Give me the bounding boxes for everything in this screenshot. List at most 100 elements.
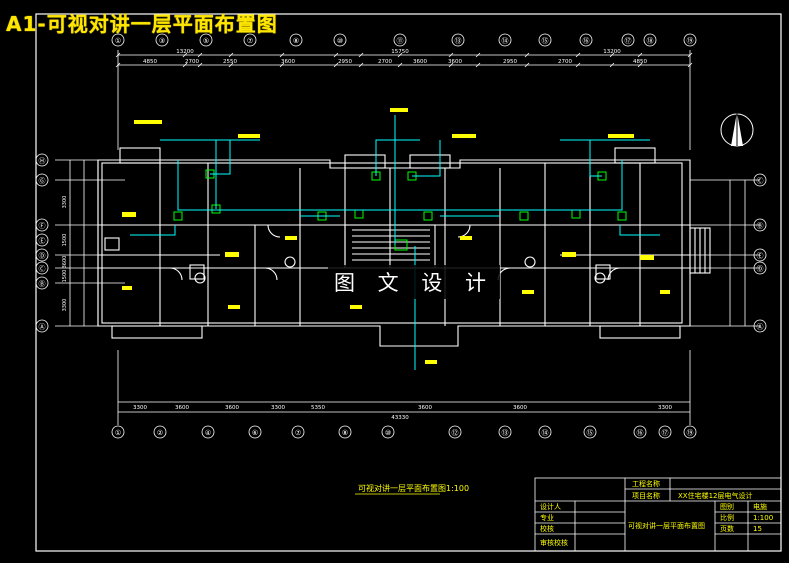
dimension-value: 43330 [391, 415, 409, 421]
tb-drawing-name: 可视对讲一层平面布置图 [628, 521, 705, 530]
axis-bubble: Ⓕ [35, 218, 49, 232]
axis-label: ⑩ [385, 429, 391, 437]
tb-project-name-label: 工程名称 [632, 479, 660, 488]
axis-label: ① [115, 37, 121, 45]
axis-bubble: Ⓓ [753, 261, 767, 275]
axis-bubble: ① [111, 33, 125, 47]
dimension-value: 4850 [143, 59, 157, 65]
bottom-axis-bubbles: ① ② ④ ⑥ ⑦ ⑧ ⑩ ⑫ ⑬ ⑭ ⑮ ⑯ ⑰ ⑲ [111, 425, 697, 439]
axis-label: ⑦ [295, 429, 301, 437]
axis-label: Ⓑ [757, 222, 764, 230]
drawing-title: A1-可视对讲一层平面布置图 [6, 12, 278, 36]
axis-bubble: Ⓐ [35, 319, 49, 333]
dimension-value: 3600 [418, 405, 432, 411]
axis-label: ⑭ [542, 429, 549, 437]
axis-bubble: Ⓖ [35, 173, 49, 187]
axis-label: ④ [205, 429, 211, 437]
axis-label: ⑬ [502, 429, 509, 437]
axis-label: ② [157, 429, 163, 437]
tb-designer: 设计人 [540, 502, 561, 511]
tb-project-label: 项目名称 [632, 491, 660, 500]
axis-label: Ⓓ [39, 252, 46, 260]
axis-bubble: ⑦ [291, 425, 305, 439]
axis-label: Ⓗ [39, 157, 46, 165]
dimension-value: 2950 [503, 59, 517, 65]
building-walls [97, 147, 711, 347]
axis-bubble: ④ [201, 425, 215, 439]
axis-label: ⑰ [662, 429, 669, 437]
dimension-value: 3600 [225, 405, 239, 411]
axis-label: ① [115, 429, 121, 437]
axis-label: ⑮ [587, 429, 594, 437]
axis-label: Ⓔ [757, 252, 764, 260]
dimension-value: 3300 [658, 405, 672, 411]
axis-bubble: ⑥ [248, 425, 262, 439]
dimension-value: 3300 [133, 405, 147, 411]
axis-label: ⑰ [625, 37, 632, 45]
axis-bubble: ⑪ [393, 33, 407, 47]
dimension-value: 2700 [378, 59, 392, 65]
dimension-value: 2700 [185, 59, 199, 65]
axis-label: ⑩ [337, 37, 343, 45]
dimension-value: 13200 [176, 49, 194, 55]
dimension-value: 1500 [62, 270, 68, 283]
axis-label: ⑮ [542, 37, 549, 45]
intercom-wiring [130, 115, 660, 370]
axis-label: ⑭ [502, 37, 509, 45]
axis-bubble: ⑤ [199, 33, 213, 47]
axis-bubble: Ⓔ [753, 248, 767, 262]
axis-label: Ⓔ [39, 237, 46, 245]
axis-bubble: ⑰ [658, 425, 672, 439]
axis-bubble: ⑯ [579, 33, 593, 47]
axis-bubble: ⑬ [498, 425, 512, 439]
tb-project-value: XX住宅楼12层电气设计 [678, 491, 753, 500]
top-dimension-lines [117, 50, 691, 150]
dimension-value: 1500 [62, 234, 68, 247]
axis-label: ⑧ [342, 429, 348, 437]
axis-label: ⑱ [647, 37, 654, 45]
axis-bubble: ② [153, 425, 167, 439]
axis-label: ⑦ [247, 37, 253, 45]
axis-bubble: ⑮ [583, 425, 597, 439]
tb-row-value-2: 15 [753, 525, 762, 533]
axis-bubble: ① [111, 425, 125, 439]
axis-bubble: ⑭ [498, 33, 512, 47]
axis-bubble: ⑧ [338, 425, 352, 439]
dimension-value: 3600 [175, 405, 189, 411]
axis-label: ⑤ [203, 37, 209, 45]
axis-bubble: ⑧ [289, 33, 303, 47]
axis-label: ⑯ [637, 429, 644, 437]
dimension-value: 3600 [281, 59, 295, 65]
axis-label: ⑲ [687, 429, 694, 437]
axis-label: Ⓐ [757, 323, 764, 331]
axis-label: Ⓒ [39, 265, 46, 273]
axis-bubble: ⑱ [643, 33, 657, 47]
axis-bubble: ⑲ [683, 425, 697, 439]
axis-bubble: Ⓑ [753, 218, 767, 232]
axis-bubble: ⑲ [683, 33, 697, 47]
dimension-value: 3600 [513, 405, 527, 411]
axis-label: Ⓑ [39, 280, 46, 288]
axis-bubble: Ⓓ [35, 248, 49, 262]
dimension-value: 15750 [391, 49, 409, 55]
dimension-value: 4850 [633, 59, 647, 65]
tb-checker: 校核 [540, 524, 554, 533]
axis-bubble: ⑩ [333, 33, 347, 47]
axis-bubble: ⑫ [448, 425, 462, 439]
axis-bubble: ⑦ [243, 33, 257, 47]
axis-label: ⑥ [252, 429, 258, 437]
axis-label: ⑫ [452, 429, 459, 437]
dimension-value: 2550 [223, 59, 237, 65]
bottom-dimension-lines [117, 350, 691, 425]
axis-label: ⑲ [687, 37, 694, 45]
axis-bubble: Ⓔ [35, 233, 49, 247]
axis-bubble: ⑮ [538, 33, 552, 47]
axis-label: Ⓕ [39, 222, 46, 230]
left-axis-bubbles: Ⓗ Ⓖ Ⓕ Ⓔ Ⓓ Ⓒ Ⓑ Ⓐ [35, 153, 49, 333]
